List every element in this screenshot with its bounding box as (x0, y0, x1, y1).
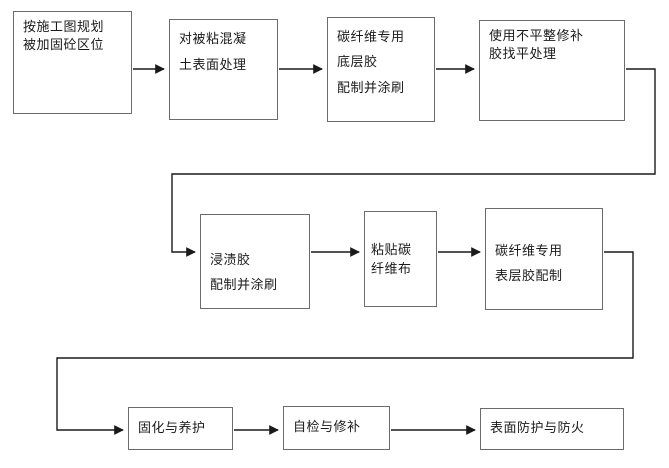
node-label: 对被粘混凝 土表面处理 (179, 32, 247, 73)
process-node-impregnating-resin[interactable]: 浸渍胶 配制并涂刷 (200, 214, 310, 309)
process-node-self-inspection-repair[interactable]: 自检与修补 (283, 406, 390, 450)
node-label: 按施工图规划 被加固砼区位 (23, 20, 105, 53)
process-node-curing-maintenance[interactable]: 固化与养护 (128, 407, 233, 450)
node-label: 碳纤维专用 底层胶 配制并涂刷 (337, 30, 405, 96)
node-label: 固化与养护 (138, 420, 206, 436)
process-node-surface-protection-fireproofing[interactable]: 表面防护与防火 (480, 408, 624, 450)
process-node-surface-treatment[interactable]: 对被粘混凝 土表面处理 (169, 19, 278, 120)
process-node-bond-carbon-fiber-sheet[interactable]: 粘贴碳 纤维布 (364, 211, 437, 307)
process-node-primer-mix-apply[interactable]: 碳纤维专用 底层胶 配制并涂刷 (327, 17, 435, 122)
process-node-topcoat-resin-mix[interactable]: 碳纤维专用 表层胶配制 (485, 208, 603, 310)
node-label: 表面防护与防火 (490, 421, 585, 437)
process-node-plan-area[interactable]: 按施工图规划 被加固砼区位 (13, 11, 132, 114)
node-label: 自检与修补 (293, 420, 361, 436)
node-label: 浸渍胶 配制并涂刷 (210, 253, 278, 293)
process-node-leveling-putty[interactable]: 使用不平整修补 胶找平处理 (479, 20, 625, 121)
node-label: 粘贴碳 纤维布 (371, 243, 412, 277)
node-label: 使用不平整修补 胶找平处理 (489, 29, 584, 63)
node-label: 碳纤维专用 表层胶配制 (495, 244, 563, 285)
